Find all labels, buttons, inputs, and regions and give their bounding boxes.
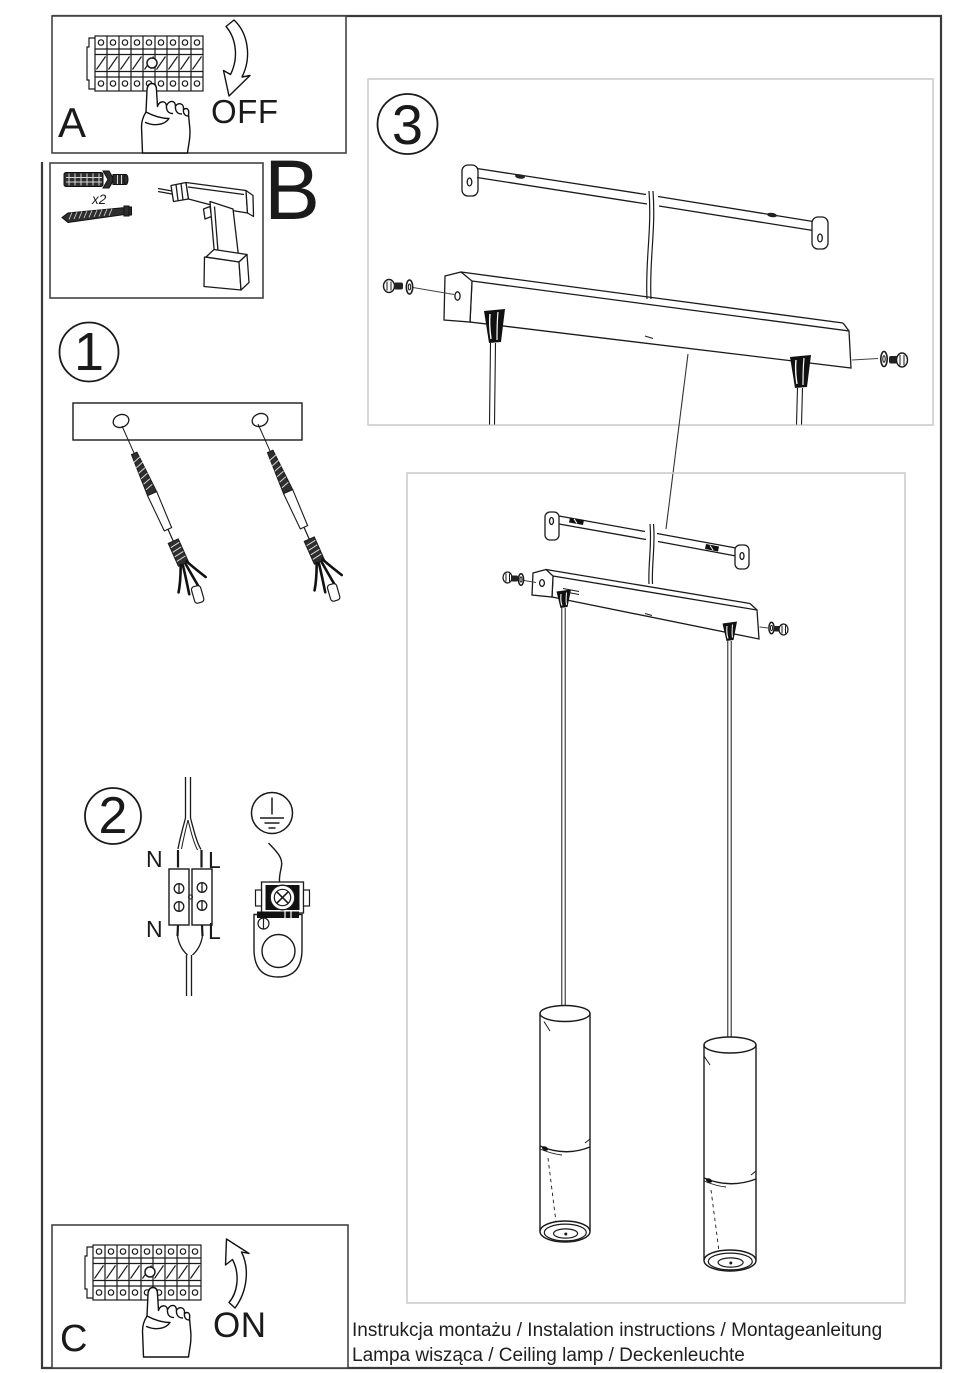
step-3-number: 3 <box>391 92 424 156</box>
plate-hole-right <box>251 412 269 428</box>
ceiling-bracket-assembled <box>544 511 750 570</box>
breaker-panel-icon <box>86 35 204 92</box>
wire-label-l-bottom: L <box>208 918 221 944</box>
power-cable-top <box>176 777 203 868</box>
canopy-screw-left-assembled <box>502 571 537 587</box>
step-1-number: 1 <box>73 322 105 382</box>
step-b-quantity: x2 <box>92 192 107 207</box>
exploded-view <box>382 164 909 530</box>
step-c-label: C <box>60 1318 88 1360</box>
assembled-lamp <box>502 511 789 1272</box>
pendant-cord-left <box>561 608 566 1007</box>
footer-product-line: Lampa wisząca / Ceiling lamp / Deckenleu… <box>352 1345 745 1366</box>
step-2-diagram <box>84 777 311 996</box>
arrow-on-icon <box>224 1238 250 1309</box>
ground-terminal <box>253 842 311 978</box>
wall-plug-icon <box>63 170 129 189</box>
wire-label-n-top: N <box>146 846 163 872</box>
footer-title-line: Instrukcja montażu / Instalation instruc… <box>352 1320 883 1341</box>
pendant-cylinder-right <box>703 1036 757 1272</box>
canopy-screw-left <box>382 278 455 295</box>
terminal-block <box>168 868 213 926</box>
step-a-action-off: OFF <box>211 93 279 130</box>
step-b-label: B <box>264 143 321 237</box>
breaker-panel-icon-c <box>84 1244 202 1301</box>
pendant-cord-right <box>727 641 732 1038</box>
supply-cable-assembled <box>648 523 655 585</box>
mounting-plate <box>72 402 303 441</box>
step-3-circle <box>376 93 439 155</box>
cord-grip-left-assembled <box>556 589 571 608</box>
supply-cable <box>646 190 655 300</box>
canopy-assembled <box>531 568 760 640</box>
wire-label-n-bottom: N <box>146 916 163 942</box>
power-cable-bottom <box>176 924 204 996</box>
arrow-off-icon <box>222 19 251 97</box>
step-b-box <box>49 162 264 299</box>
step-a-label: A <box>58 99 87 146</box>
canopy-screw-right-assembled <box>759 621 789 636</box>
anchor-assembly-left <box>106 418 216 611</box>
cord-grip-right <box>790 355 811 425</box>
canopy-screw-right <box>851 350 909 368</box>
screw-icon <box>61 205 132 224</box>
anchor-assembly-right <box>242 416 352 609</box>
step-2-circle <box>84 787 142 845</box>
step-1-circle <box>58 321 120 383</box>
leader-line <box>665 353 689 530</box>
step-1-diagram <box>58 321 352 611</box>
pendant-cylinder-left <box>539 1004 591 1243</box>
wire-label-l-top: L <box>208 847 221 873</box>
step-c-box <box>51 1224 349 1369</box>
step-a-box <box>51 15 347 154</box>
cord-grip-right-assembled <box>722 621 737 641</box>
assembly-panel <box>406 472 906 1304</box>
ceiling-bracket <box>461 164 829 250</box>
page-border <box>40 14 943 1370</box>
step-c-action-on: ON <box>213 1306 267 1345</box>
plate-hole-left <box>112 413 130 429</box>
cord-grip-left <box>484 309 505 425</box>
drill-icon <box>157 181 255 291</box>
step-2-number: 2 <box>98 787 128 845</box>
ground-symbol-icon <box>250 791 294 835</box>
canopy <box>443 271 852 369</box>
step-3-panel <box>367 78 934 530</box>
